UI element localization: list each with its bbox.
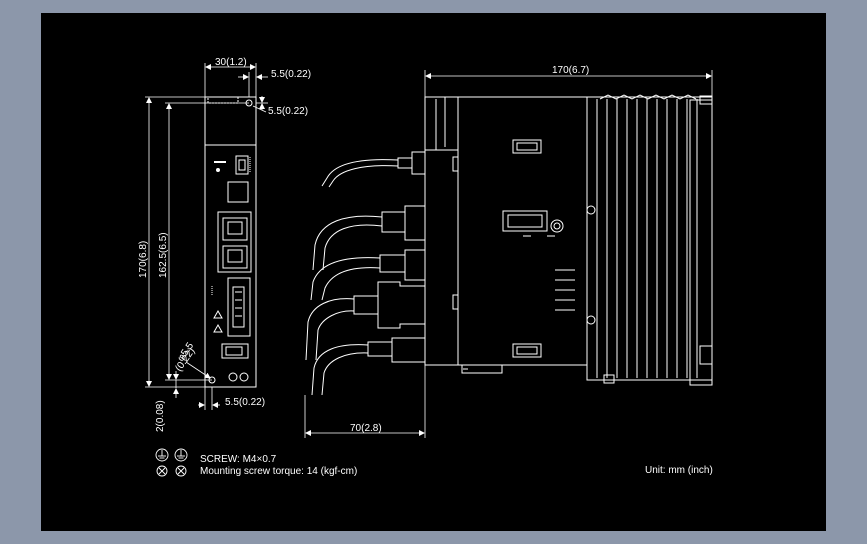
front-display [227, 181, 249, 203]
io-connector [227, 277, 251, 337]
dsub-connector [377, 281, 426, 329]
rj45-port-lower [222, 245, 248, 269]
side-dimensions [304, 70, 713, 438]
ground-symbol-icon [174, 448, 188, 462]
cable-connector [391, 337, 426, 363]
dim-bottom-offset: 5.5(0.22) [225, 397, 265, 408]
ground-symbol-icon [155, 448, 169, 462]
dim-cable-clearance: 70(2.8) [350, 423, 382, 434]
drawing-canvas: 30(1.2) 5.5(0.22) 5.5(0.22) 170(6.8) 162… [138, 57, 713, 477]
warning-icon [213, 323, 223, 333]
side-label-window [502, 210, 548, 232]
cable-assembly [305, 151, 426, 396]
side-vent-top [512, 139, 542, 154]
side-view [305, 94, 713, 396]
heatsink [586, 94, 713, 386]
dim-hole-pitch: 162.5(6.5) [158, 232, 169, 278]
dim-overall-height: 170(6.8) [138, 241, 149, 278]
ground-terminal-icon [239, 372, 249, 382]
dim-front-width: 30(1.2) [215, 57, 247, 68]
warning-icon [213, 309, 223, 319]
drawing-sheet: 30(1.2) 5.5(0.22) 5.5(0.22) 170(6.8) 162… [41, 13, 826, 531]
side-vent-bottom [512, 343, 542, 358]
note-torque: Mounting screw torque: 14 (kgf-cm) [200, 466, 357, 477]
front-dimensions [145, 63, 268, 410]
ground-terminal-icon [228, 372, 238, 382]
encoder-port [221, 343, 249, 359]
front-view [204, 96, 257, 388]
dim-hole-diameter-inch: (0.22) [173, 346, 197, 374]
cable-connector [404, 249, 426, 281]
note-unit: Unit: mm (inch) [645, 465, 713, 476]
screw-head-icon [175, 465, 187, 477]
dim-side-depth: 170(6.7) [552, 65, 589, 76]
screw-icons [155, 448, 188, 477]
dim-hole-offset: 5.5(0.22) [268, 106, 308, 117]
side-round-screw [550, 219, 564, 233]
dim-offset-top-right: 5.5(0.22) [271, 69, 311, 80]
rj45-port-upper [222, 217, 248, 241]
heatsink-bolt [586, 205, 596, 215]
heatsink-bolt [586, 315, 596, 325]
dim-bottom-margin: 2(0.08) [155, 400, 166, 432]
usb-connector [235, 155, 249, 175]
screw-head-icon [156, 465, 168, 477]
cable-connector [404, 205, 426, 241]
cable-connector [411, 151, 426, 175]
rj45-port-block [217, 211, 252, 273]
note-screw: SCREW: M4×0.7 [200, 454, 277, 465]
